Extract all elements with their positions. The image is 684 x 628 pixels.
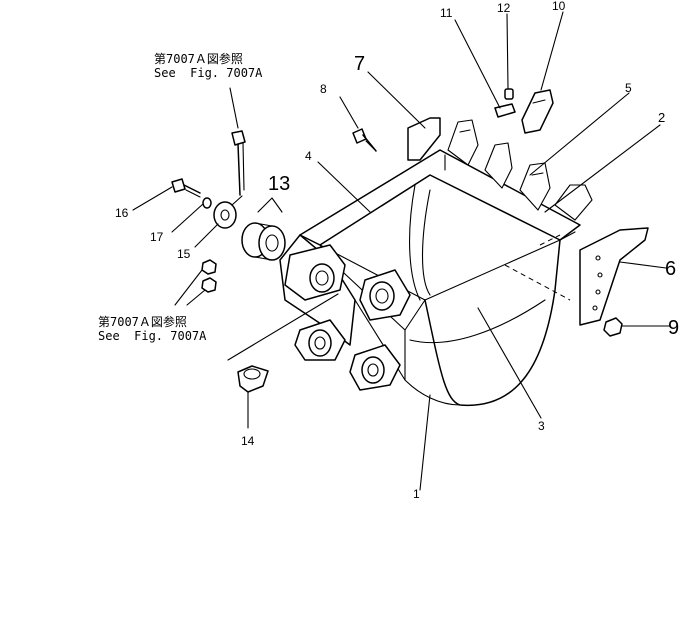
reference-nut-upper bbox=[201, 259, 217, 275]
callout-1: 1 bbox=[413, 487, 420, 501]
reference-note-bottom-jp: 第7007Ａ図参照 bbox=[98, 315, 187, 329]
callout-8: 8 bbox=[320, 82, 327, 96]
part-9-nut bbox=[603, 317, 623, 337]
callout-14: 14 bbox=[241, 434, 255, 448]
callout-3: 3 bbox=[538, 419, 545, 433]
callout-6: 6 bbox=[665, 258, 676, 280]
callout-5: 5 bbox=[625, 81, 632, 95]
callout-7: 7 bbox=[354, 53, 365, 75]
callout-15: 15 bbox=[177, 247, 191, 261]
callout-17: 17 bbox=[150, 230, 164, 244]
part-14-bushing bbox=[237, 365, 269, 393]
part-8-bolt bbox=[352, 128, 377, 152]
reference-note-bottom-en: See Fig. 7007A bbox=[98, 329, 207, 343]
pin-brackets bbox=[284, 244, 411, 391]
part-11-pin bbox=[494, 103, 516, 118]
reference-bolt-top bbox=[231, 130, 246, 196]
part-17-washer bbox=[202, 197, 212, 209]
reference-nut-lower bbox=[201, 277, 217, 293]
tooth-adapters bbox=[447, 119, 593, 221]
part-10-tooth bbox=[521, 89, 554, 134]
part-15-plate bbox=[213, 201, 237, 229]
part-13-bracket-line bbox=[257, 197, 283, 213]
part-12-lock bbox=[504, 88, 514, 100]
reference-note-top-en: See Fig. 7007A bbox=[154, 66, 263, 80]
callout-2: 2 bbox=[658, 110, 665, 125]
part-13-bushing bbox=[241, 222, 286, 261]
reference-note-top: 第7007Ａ図参照 See Fig. 7007A bbox=[154, 52, 262, 80]
reference-note-bottom: 第7007Ａ図参照 See Fig. 7007A bbox=[98, 315, 206, 343]
callout-16: 16 bbox=[115, 206, 129, 220]
callout-4: 4 bbox=[305, 149, 312, 163]
callout-11: 11 bbox=[440, 6, 453, 20]
part-7-plate bbox=[407, 117, 441, 161]
callout-13: 13 bbox=[268, 173, 290, 195]
callout-10: 10 bbox=[552, 0, 566, 13]
callout-12: 12 bbox=[497, 1, 511, 15]
reference-note-top-jp: 第7007Ａ図参照 bbox=[154, 52, 243, 66]
leader-lines bbox=[132, 11, 670, 491]
callout-9: 9 bbox=[668, 317, 679, 339]
part-6-side-cutter bbox=[579, 227, 649, 326]
part-16-bolt bbox=[171, 178, 201, 198]
